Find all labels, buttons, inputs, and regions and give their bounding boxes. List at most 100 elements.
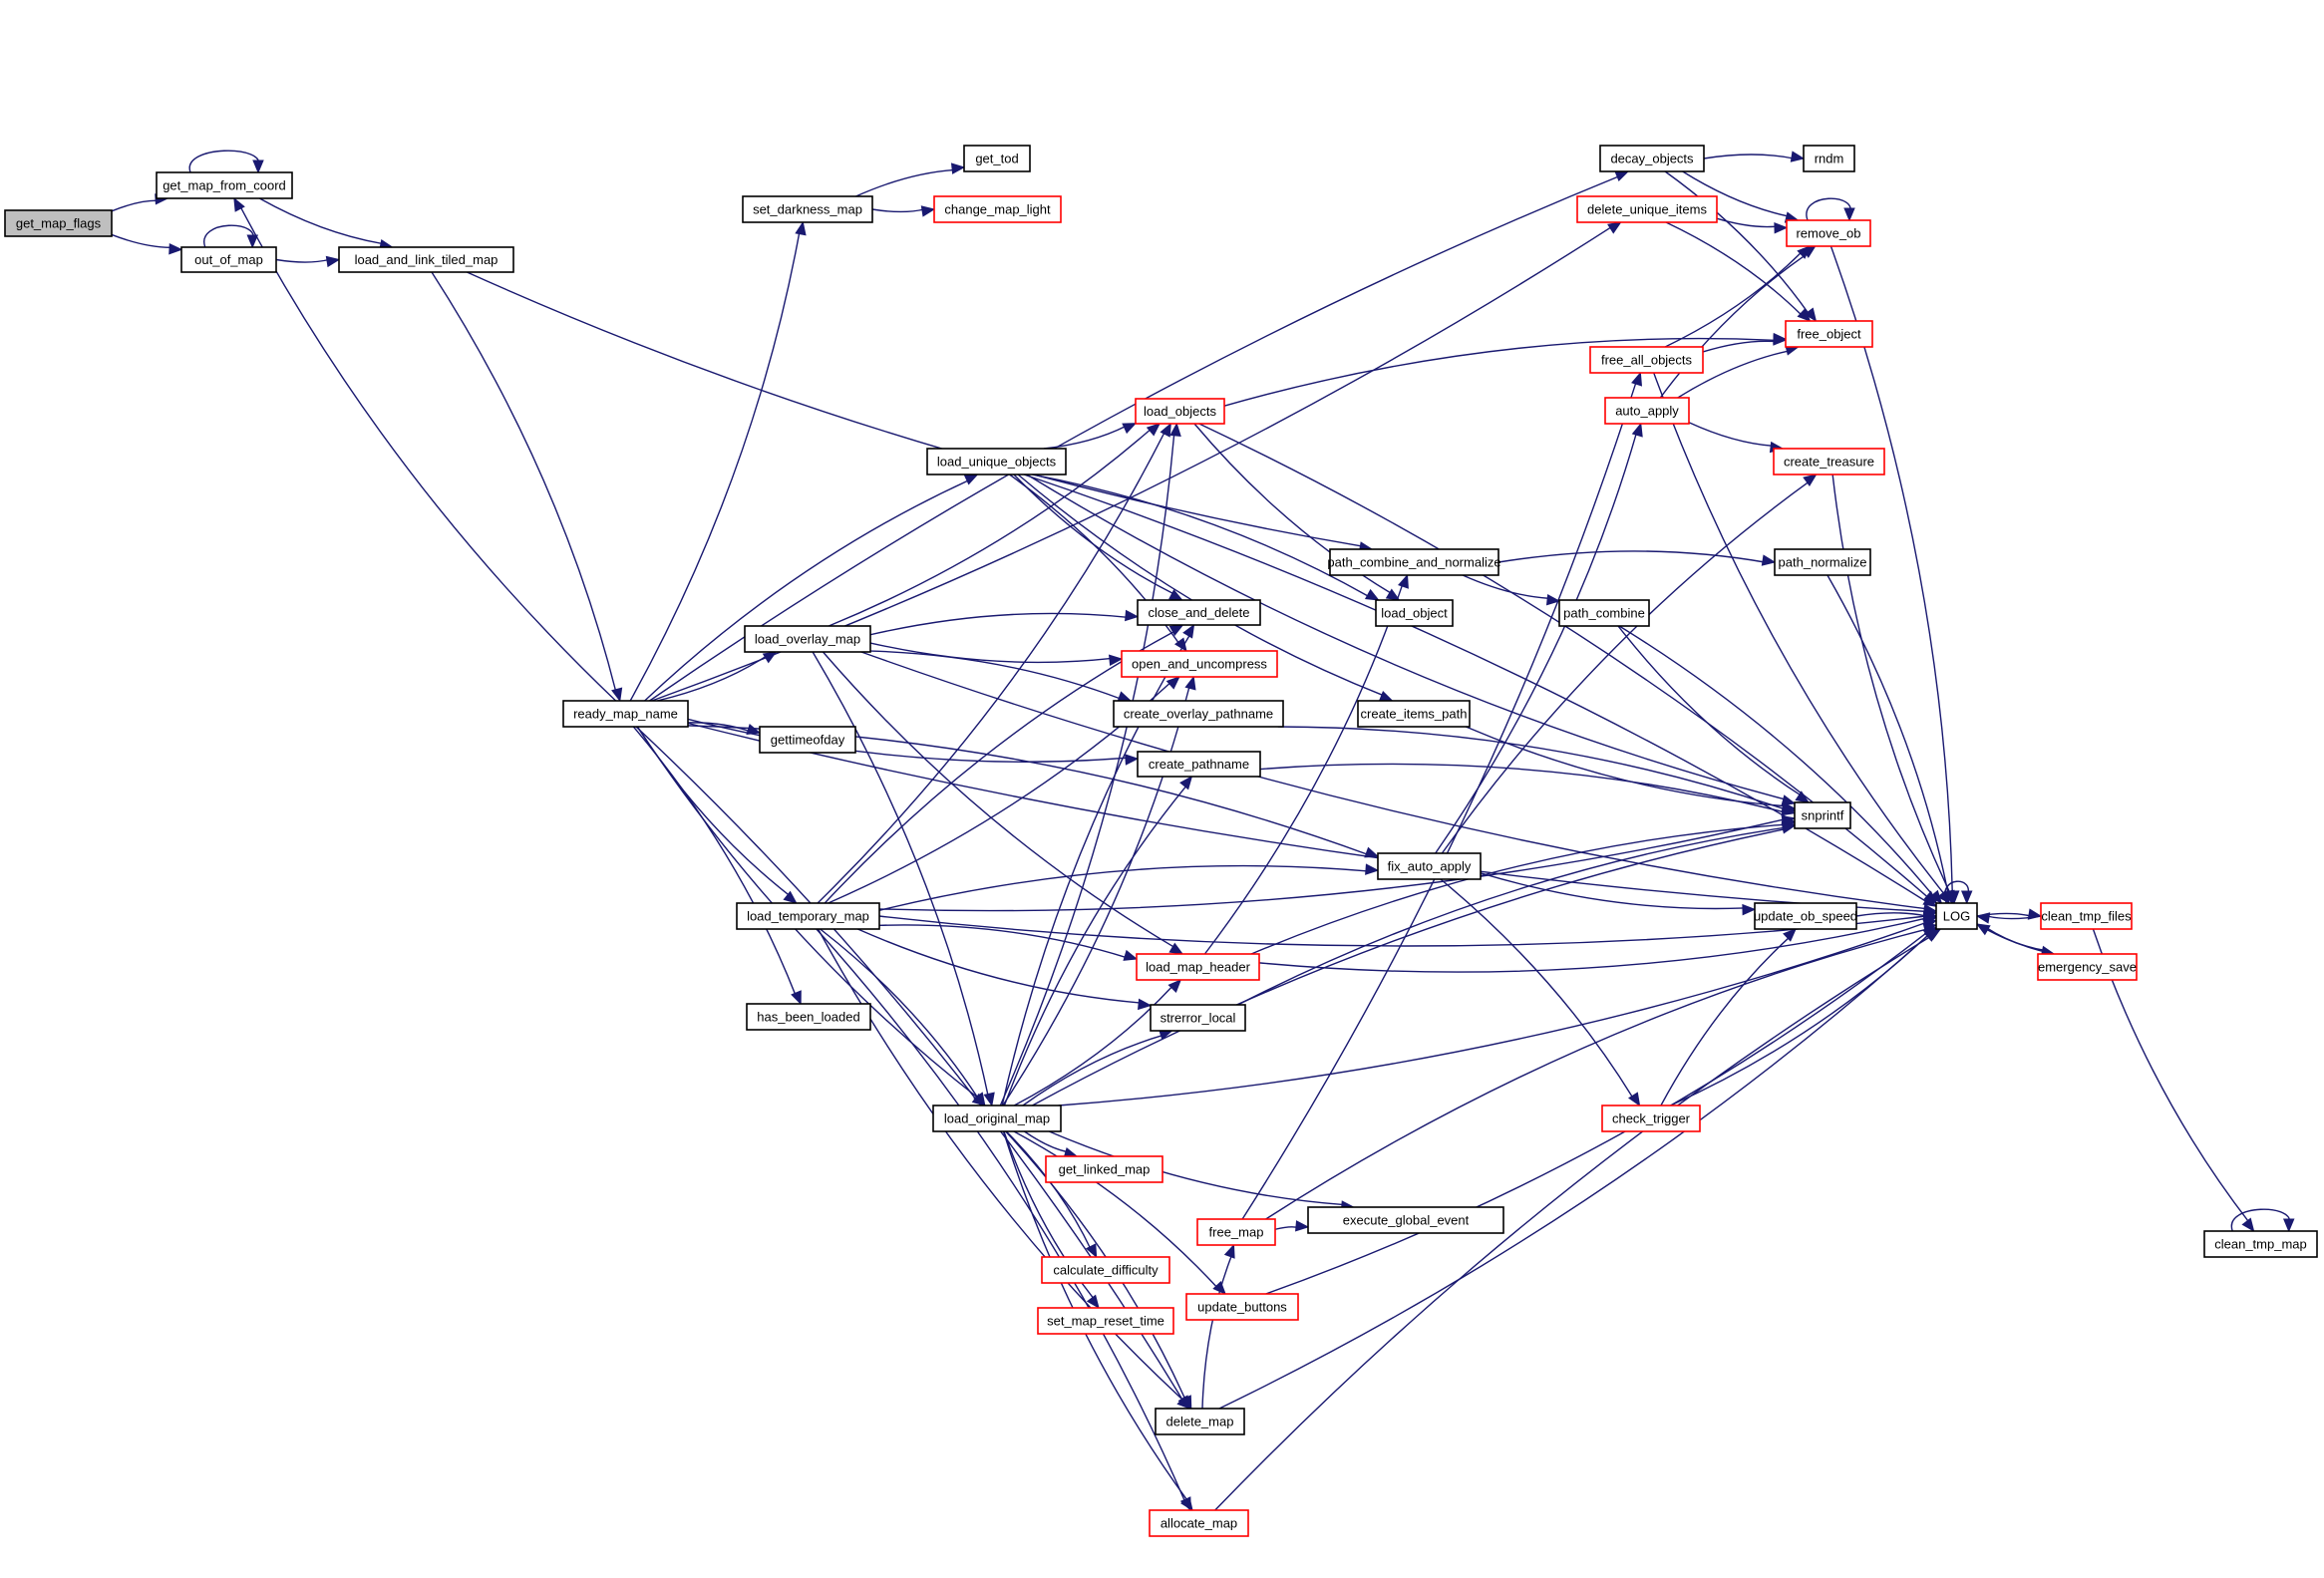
node-check-trigger[interactable]: check_trigger <box>1601 1105 1701 1132</box>
edge-line <box>1806 197 1851 221</box>
node-delete-unique-items[interactable]: delete_unique_items <box>1576 195 1718 223</box>
node-fix-auto-apply[interactable]: fix_auto_apply <box>1377 852 1482 880</box>
node-create-treasure[interactable]: create_treasure <box>1773 448 1885 475</box>
node-label: remove_ob <box>1796 226 1860 241</box>
edge-free_map-to-execute_global_event <box>1274 1220 1310 1232</box>
node-remove-ob[interactable]: remove_ob <box>1786 219 1871 247</box>
node-open-and-uncompress[interactable]: open_and_uncompress <box>1121 650 1278 678</box>
node-free-map[interactable]: free_map <box>1196 1218 1276 1246</box>
edge-line <box>1664 170 1810 315</box>
edge-line <box>1274 1226 1299 1230</box>
node-log[interactable]: LOG <box>1935 902 1978 930</box>
edge-load_temporary_map-to-load_map_header <box>878 924 1139 961</box>
arrowhead-icon <box>1378 690 1394 702</box>
node-box <box>1155 1408 1245 1435</box>
node-rndm[interactable]: rndm <box>1803 145 1855 172</box>
arrowhead-icon <box>1109 654 1124 666</box>
node-load-objects[interactable]: load_objects <box>1135 398 1225 425</box>
edge-fix_auto_apply-to-create_treasure <box>1441 473 1818 854</box>
node-load-unique-objects[interactable]: load_unique_objects <box>926 448 1067 475</box>
node-box <box>1558 599 1650 627</box>
node-path-normalize[interactable]: path_normalize <box>1774 548 1871 576</box>
node-load-overlay-map[interactable]: load_overlay_map <box>744 625 871 653</box>
edge-line <box>855 168 955 197</box>
node-has-been-loaded[interactable]: has_been_loaded <box>746 1003 871 1031</box>
node-create-pathname[interactable]: create_pathname <box>1137 751 1261 778</box>
node-get-map-flags[interactable]: get_map_flags <box>4 209 113 237</box>
node-create-overlay-pathname[interactable]: create_overlay_pathname <box>1113 700 1284 728</box>
edge-delete_unique_items-to-remove_ob <box>1716 217 1789 234</box>
node-load-and-link-tiled-map[interactable]: load_and_link_tiled_map <box>338 246 514 273</box>
edge-line <box>1831 473 1951 894</box>
edge-line <box>869 650 1122 700</box>
arrowhead-icon <box>1928 889 1943 904</box>
node-auto-apply[interactable]: auto_apply <box>1604 397 1690 425</box>
edge-line <box>275 258 330 263</box>
node-path-combine-and-normalize[interactable]: path_combine_and_normalize <box>1327 548 1501 576</box>
edge-line <box>1003 785 1187 1106</box>
edge-decay_objects-to-rndm <box>1703 151 1806 162</box>
edge-load_temporary_map-to-strerror_local <box>857 928 1153 1011</box>
node-box <box>2037 953 2138 981</box>
node-update-buttons[interactable]: update_buttons <box>1185 1293 1299 1321</box>
edge-free_map-to-free_all_objects <box>1241 371 1643 1220</box>
node-update-ob-speed[interactable]: update_ob_speed <box>1754 902 1857 930</box>
node-label: load_temporary_map <box>747 909 869 924</box>
node-delete-map[interactable]: delete_map <box>1155 1408 1245 1435</box>
edge-line <box>1664 251 1803 348</box>
node-label: change_map_light <box>944 202 1051 217</box>
node-label: path_combine <box>1563 606 1645 621</box>
node-box <box>926 448 1067 475</box>
node-close-and-delete[interactable]: close_and_delete <box>1137 599 1261 626</box>
node-box <box>1136 953 1260 981</box>
nodes-layer: get_map_flags get_map_from_coord out_of_ma… <box>4 145 2318 1537</box>
node-label: snprintf <box>1802 808 1844 823</box>
edge-load_overlay_map-to-load_objects <box>828 423 1162 627</box>
node-out-of-map[interactable]: out_of_map <box>180 246 277 273</box>
node-load-object[interactable]: load_object <box>1375 599 1454 627</box>
node-get-linked-map[interactable]: get_linked_map <box>1045 1155 1163 1183</box>
node-create-items-path[interactable]: create_items_path <box>1357 700 1471 728</box>
node-strerror-local[interactable]: strerror_local <box>1150 1004 1246 1032</box>
node-snprintf[interactable]: snprintf <box>1794 801 1851 829</box>
node-ready-map-name[interactable]: ready_map_name <box>562 700 689 728</box>
arrowhead-icon <box>1168 942 1184 955</box>
node-gettimeofday[interactable]: gettimeofday <box>759 726 856 754</box>
edge-line <box>1193 423 1393 595</box>
node-box <box>1357 700 1471 728</box>
node-box <box>933 195 1062 223</box>
node-free-all-objects[interactable]: free_all_objects <box>1589 346 1704 374</box>
edge-line <box>1659 252 1809 399</box>
edge-load_map_header-to-snprintf <box>1250 817 1797 955</box>
arrowhead-icon <box>1742 903 1757 916</box>
node-decay-objects[interactable]: decay_objects <box>1599 145 1705 172</box>
arrowhead-icon <box>1783 928 1798 942</box>
node-box <box>742 195 873 223</box>
node-clean-tmp-files[interactable]: clean_tmp_files <box>2040 902 2133 930</box>
node-get-map-from-coord[interactable]: get_map_from_coord <box>156 171 293 199</box>
node-box <box>1754 902 1857 930</box>
node-execute-global-event[interactable]: execute_global_event <box>1307 1206 1504 1234</box>
node-calculate-difficulty[interactable]: calculate_difficulty <box>1041 1256 1170 1284</box>
arrowhead-icon <box>1364 846 1380 858</box>
node-load-map-header[interactable]: load_map_header <box>1136 953 1260 981</box>
node-path-combine[interactable]: path_combine <box>1558 599 1650 627</box>
node-label: free_map <box>1209 1225 1264 1240</box>
node-set-map-reset-time[interactable]: set_map_reset_time <box>1037 1307 1174 1335</box>
arrowhead-icon <box>1797 308 1812 322</box>
node-get-tod[interactable]: get_tod <box>963 145 1031 172</box>
edge-line <box>111 233 172 248</box>
node-load-original-map[interactable]: load_original_map <box>932 1105 1062 1132</box>
node-label: get_map_flags <box>16 216 102 231</box>
node-label: delete_unique_items <box>1587 202 1707 217</box>
node-label: load_original_map <box>944 1111 1050 1126</box>
node-box <box>1773 448 1885 475</box>
node-emergency-save[interactable]: emergency_save <box>2037 953 2138 981</box>
node-free-object[interactable]: free_object <box>1785 320 1873 348</box>
node-set-darkness-map[interactable]: set_darkness_map <box>742 195 873 223</box>
node-load-temporary-map[interactable]: load_temporary_map <box>736 902 880 930</box>
node-change-map-light[interactable]: change_map_light <box>933 195 1062 223</box>
node-allocate-map[interactable]: allocate_map <box>1149 1509 1249 1537</box>
edge-line <box>1001 633 1191 1106</box>
node-clean-tmp-map[interactable]: clean_tmp_map <box>2203 1230 2318 1258</box>
